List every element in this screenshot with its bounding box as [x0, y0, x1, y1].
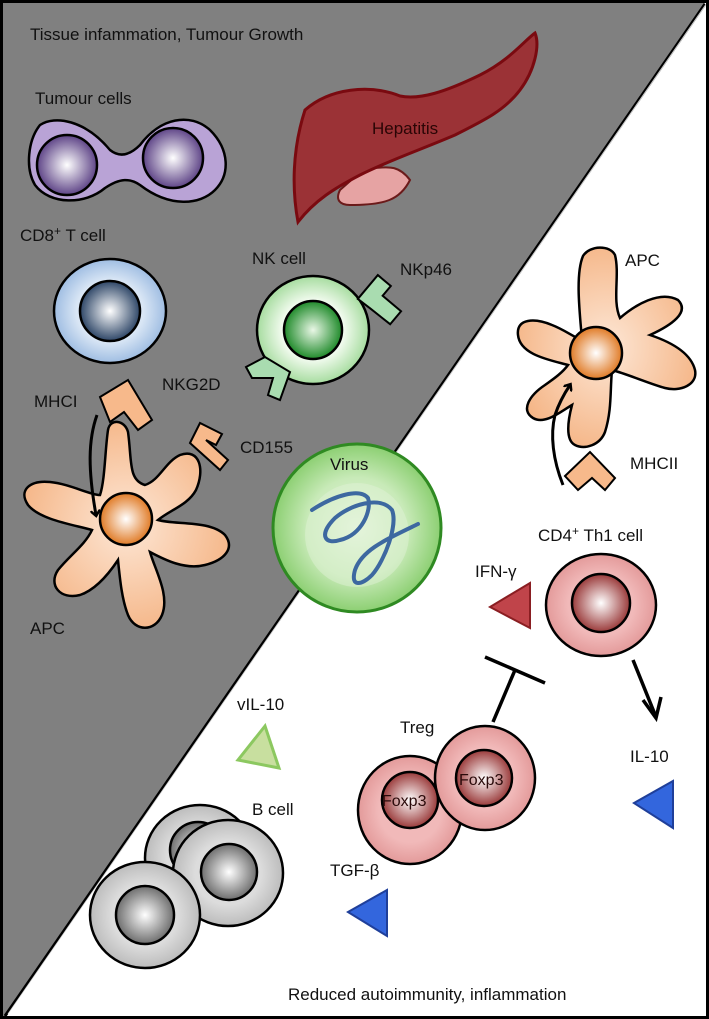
th1-nucleus [570, 572, 632, 634]
cd8-t-cell-label: CD8+ T cell [20, 224, 106, 245]
apc-right: APC MHCII [516, 246, 697, 492]
vil10-triangle [235, 722, 282, 770]
nk-cell-label: NK cell [252, 249, 306, 268]
mhci-label: MHCI [34, 392, 77, 411]
mhcii-presentation-arrow [551, 385, 570, 486]
ifn-gamma-triangle [487, 581, 531, 630]
tumour-nucleus [141, 126, 205, 190]
treg-label: Treg [400, 718, 434, 737]
liver-hepatitis: Hepatitis [292, 30, 539, 226]
hepatitis-label: Hepatitis [372, 119, 438, 138]
b-cell-nucleus [199, 842, 259, 902]
foxp3-label: Foxp3 [459, 772, 504, 789]
cd155-label: CD155 [240, 438, 293, 457]
nk-nucleus [282, 299, 344, 361]
vil10: vIL-10 [235, 695, 284, 770]
nkg2d-label: NKG2D [162, 375, 221, 394]
apc-left: MHCI CD155 APC [23, 378, 293, 638]
ifn-gamma-label: IFN-γ [475, 562, 517, 581]
bottom-right-caption: Reduced autoimmunity, inflammation [288, 985, 566, 1004]
mhci-presentation-arrow [88, 414, 97, 515]
b-cells: B cell [88, 800, 294, 970]
il10-arrow-head [641, 696, 663, 723]
il10-arrow-shaft [631, 659, 658, 718]
b-cell-nucleus [114, 884, 176, 946]
tgf-beta: TGF-β [330, 861, 388, 938]
treg-nucleus [454, 748, 514, 808]
il10-label: IL-10 [630, 747, 669, 766]
tgf-beta-triangle [346, 888, 388, 938]
top-left-caption: Tissue infammation, Tumour Growth [30, 25, 303, 44]
virus: Virus [271, 442, 443, 614]
tgf-beta-label: TGF-β [330, 861, 380, 880]
apc-left-label: APC [30, 619, 65, 638]
tumour-nucleus [35, 133, 99, 197]
nkp46-label: NKp46 [400, 260, 452, 279]
apc-right-label: APC [625, 251, 660, 270]
il10-triangle [632, 779, 674, 830]
nkg2d-receptor [244, 355, 292, 402]
viral-genome [310, 491, 420, 585]
apc-left-nucleus [98, 491, 154, 547]
apc-right-nucleus [568, 325, 624, 381]
virus-label: Virus [330, 455, 368, 474]
cd155-receptor [188, 421, 230, 472]
nk-cell: NK cell NKp46 NKG2D [162, 249, 452, 402]
foxp3-label: Foxp3 [382, 793, 427, 810]
mhci-receptor [98, 378, 154, 432]
cd4-th1-cell: CD4+ Th1 cell IFN-γ [475, 524, 663, 723]
b-cell-label: B cell [252, 800, 294, 819]
cd4-th1-label: CD4+ Th1 cell [538, 524, 643, 545]
mhcii-label: MHCII [630, 454, 678, 473]
liver-shape [292, 30, 539, 226]
tumour-cells: Tumour cells [27, 89, 227, 203]
il10: IL-10 [630, 747, 674, 830]
tumour-cells-label: Tumour cells [35, 89, 132, 108]
mhcii-receptor [563, 450, 617, 492]
treg-cells: Treg Foxp3 Foxp3 [356, 718, 537, 866]
treg-nucleus [380, 770, 440, 830]
nkp46-receptor [356, 273, 403, 326]
inhibition-stem [491, 669, 517, 723]
cd8-t-cell: CD8+ T cell [20, 224, 168, 365]
cd8-nucleus [78, 279, 142, 343]
treg-inhibition [484, 655, 546, 723]
vil10-label: vIL-10 [237, 695, 284, 714]
